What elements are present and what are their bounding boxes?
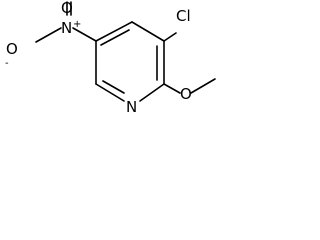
bond-c2-o <box>163 83 181 94</box>
molecule-svg: O - N + O Cl N O <box>5 0 216 116</box>
ring-bond-c6-c5 <box>95 21 133 42</box>
nitro-oxygen-2-label: O <box>61 0 73 17</box>
atom-labels: O - N + O Cl N O <box>5 0 192 116</box>
ring-bond-c2-n <box>139 83 165 102</box>
bond-nitro-n-o-minus <box>35 27 62 43</box>
structure-diagram: O - N + O Cl N O <box>0 0 224 138</box>
nitro-nitrogen-charge: + <box>73 19 81 30</box>
substituent-bonds <box>35 1 216 94</box>
bond-c5-nitro-n <box>72 27 97 42</box>
ring-bond-c4-n-inner <box>102 80 125 94</box>
methoxy-oxygen-label: O <box>180 85 192 103</box>
chloro-label: Cl <box>176 7 191 25</box>
ring-bond-c6-c1 <box>131 21 165 42</box>
ring-bond-c6-c5-inner <box>100 29 130 46</box>
nitro-oxygen-1-label: O <box>6 40 18 58</box>
bond-c1-cl <box>163 32 177 42</box>
ring-bond-c4-n <box>95 83 125 102</box>
ring-nitrogen-label: N <box>126 98 137 116</box>
bond-o-ch3 <box>190 78 216 94</box>
nitro-oxygen-1-charge: - <box>5 58 9 69</box>
ring-bonds <box>95 21 165 102</box>
nitro-nitrogen-label: N <box>61 19 72 37</box>
